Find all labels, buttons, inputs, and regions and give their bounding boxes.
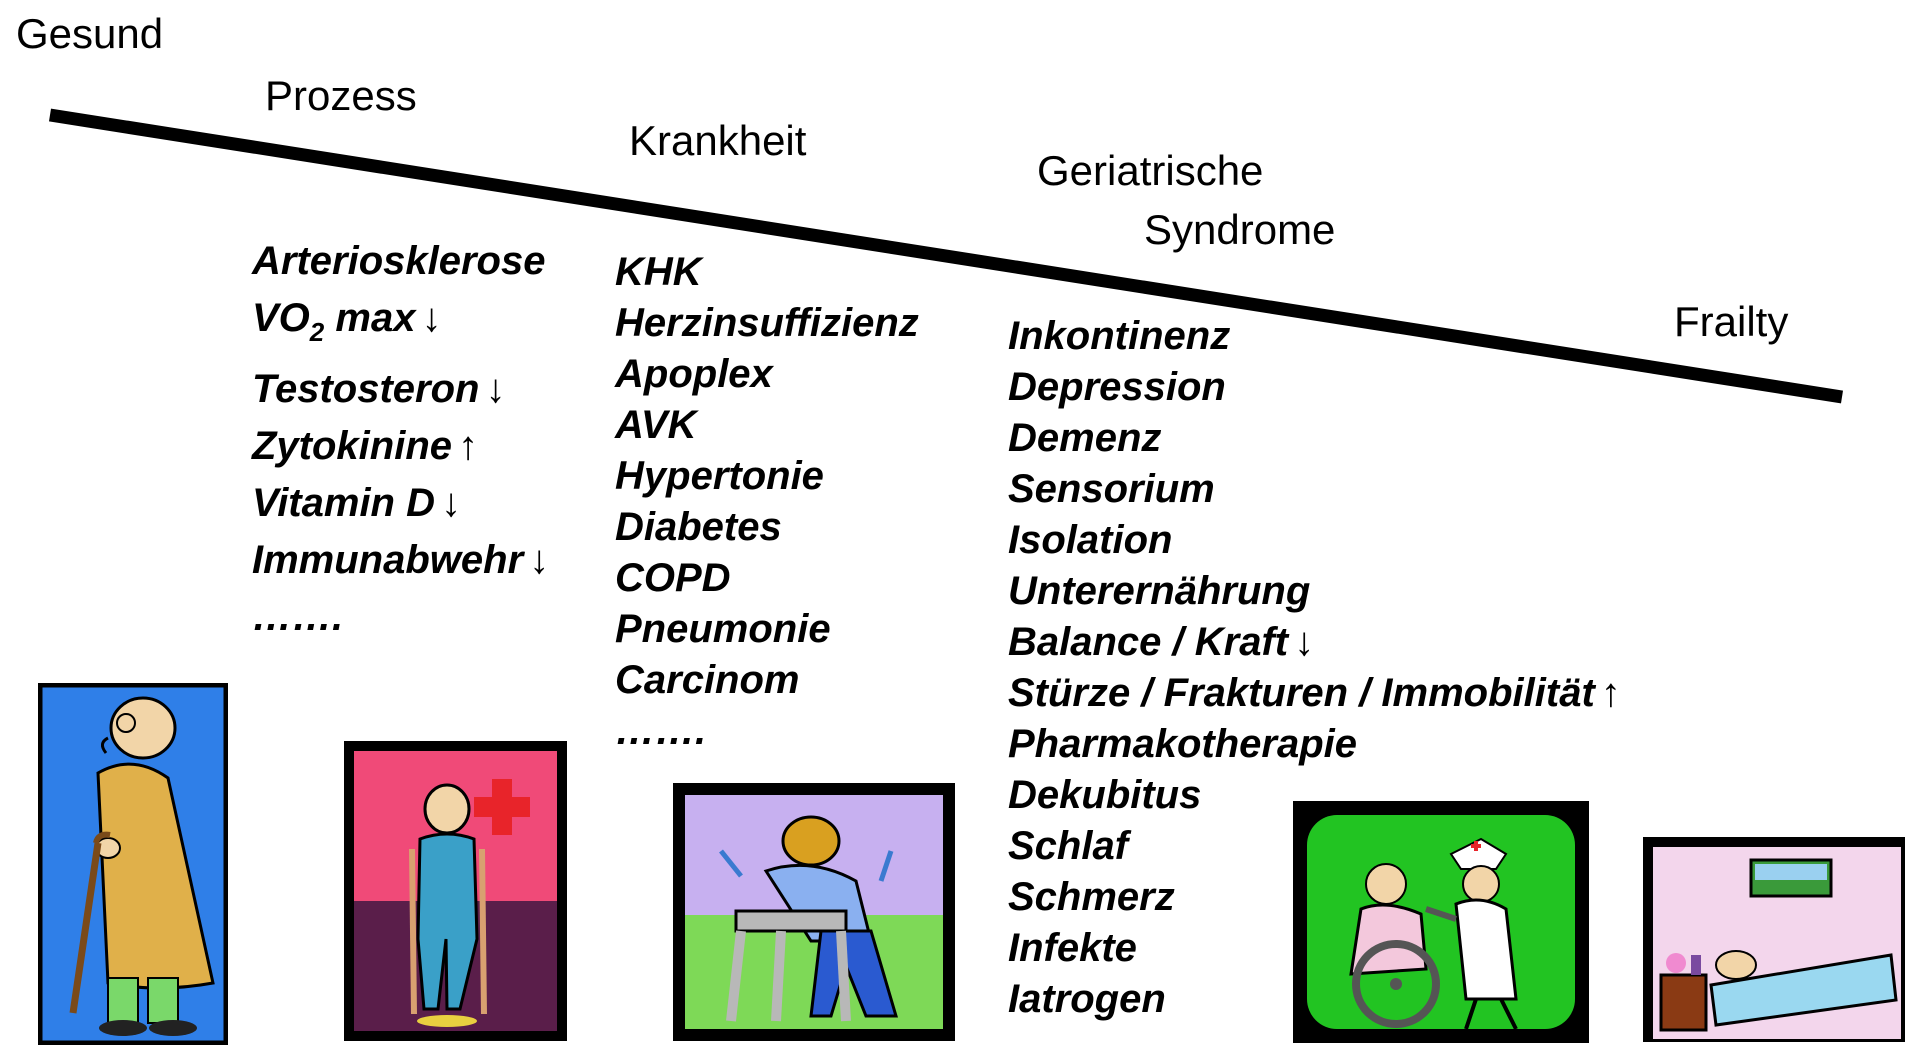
prozess-item: ……. [252,595,344,639]
geriatrie-item: Iatrogen [1008,977,1166,1021]
geriatrie-item: Sensorium [1008,467,1215,511]
krankheit-item: COPD [615,556,731,600]
geriatrie-list: Inkontinenz Depression Demenz Sensorium … [1008,311,1621,1025]
krankheit-item: Pneumonie [615,607,831,651]
person-walker-icon [671,781,957,1043]
geriatrie-item: Schlaf [1008,824,1129,868]
bedridden-patient-icon [1641,835,1907,1044]
nurse-wheelchair-icon [1291,799,1591,1045]
stage-krankheit: Krankheit [629,117,807,164]
prozess-item: VO2 max↓ [252,296,442,347]
prozess-item: Vitamin D↓ [252,481,461,525]
stage-geriatrische: Geriatrische [1037,147,1264,194]
prozess-item: Zytokinine↑ [252,424,479,468]
krankheit-item: Apoplex [615,352,773,396]
krankheit-item: KHK [615,250,702,294]
prozess-list: Arteriosklerose VO2 max↓ Testosteron↓ Zy… [252,233,549,646]
geriatrie-item: Infekte [1008,926,1137,970]
prozess-item: Immunabwehr↓ [252,538,550,582]
krankheit-item: ……. [615,709,707,753]
prozess-item: Arteriosklerose [252,239,546,283]
krankheit-item: Hypertonie [615,454,824,498]
krankheit-item: Herzinsuffizienz [615,301,919,345]
geriatrie-item: Demenz [1008,416,1162,460]
elderly-man-cane-icon [38,683,228,1045]
geriatrie-item: Schmerz [1008,875,1175,919]
geriatrie-item: Dekubitus [1008,773,1202,817]
krankheit-list: KHK Herzinsuffizienz Apoplex AVK Hyperto… [615,247,919,757]
krankheit-item: Carcinom [615,658,800,702]
prozess-item: Testosteron↓ [252,367,506,411]
geriatrie-item: Pharmakotherapie [1008,722,1358,766]
geriatrie-item: Inkontinenz [1008,314,1231,358]
stage-prozess: Prozess [265,72,417,119]
geriatrie-item: Unterernährung [1008,569,1311,613]
geriatrie-item: Balance / Kraft↓ [1008,620,1315,664]
stage-gesund: Gesund [16,10,164,57]
krankheit-item: Diabetes [615,505,782,549]
krankheit-item: AVK [615,403,697,447]
geriatrie-item: Depression [1008,365,1226,409]
stage-syndrome: Syndrome [1144,206,1336,253]
geriatrie-item: Isolation [1008,518,1173,562]
person-crutches-icon [342,739,569,1043]
geriatrie-item: Stürze / Frakturen / Immobilität↑ [1008,671,1621,715]
stage-frailty: Frailty [1674,298,1789,345]
